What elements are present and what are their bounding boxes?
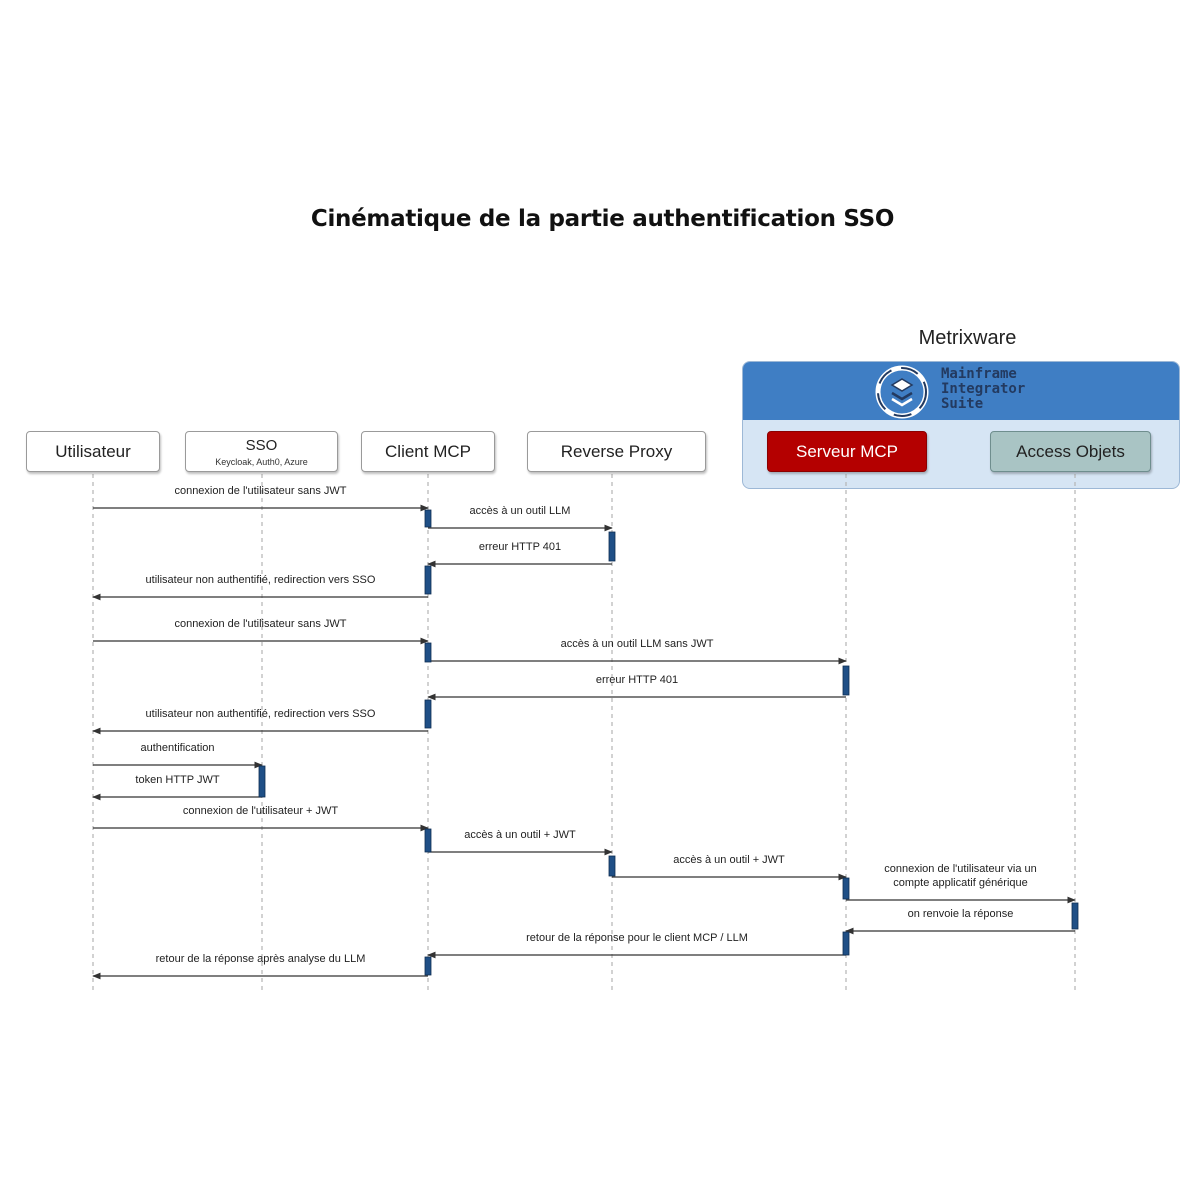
message-4: utilisateur non authentifié, redirection… <box>92 574 428 601</box>
actor-utilisateur-label: Utilisateur <box>55 442 131 461</box>
message-13: accès à un outil + JWT <box>612 854 847 881</box>
activation-bar-serveur-mcp <box>842 877 850 900</box>
activation-bar-client-mcp <box>424 642 432 663</box>
message-8: utilisateur non authentifié, redirection… <box>92 708 428 735</box>
brand-line-3: Suite <box>941 396 984 412</box>
message-label: connexion de l'utilisateur sans JWT <box>174 485 346 497</box>
brand-header: Mainframe Integrator Suite <box>743 362 1179 420</box>
brand-line-1: Mainframe <box>941 366 1017 382</box>
message-17: retour de la réponse après analyse du LL… <box>92 953 428 980</box>
message-1: connexion de l'utilisateur sans JWT <box>93 485 429 512</box>
actor-serveur-mcp-label: Serveur MCP <box>795 442 899 461</box>
message-label: connexion de l'utilisateur sans JWT <box>174 618 346 630</box>
activation-bar-serveur-mcp <box>842 665 850 696</box>
message-label: authentification <box>141 742 215 754</box>
message-label: erreur HTTP 401 <box>479 541 561 553</box>
actor-utilisateur: Utilisateur <box>26 431 160 472</box>
diagram-title: Cinématique de la partie authentificatio… <box>310 206 895 232</box>
message-11: connexion de l'utilisateur + JWT <box>93 805 429 832</box>
activation-bar-access-objets <box>1071 902 1079 930</box>
message-7: erreur HTTP 401 <box>427 674 846 701</box>
message-2: accès à un outil LLM <box>428 505 613 532</box>
activation-bar-reverse-proxy <box>608 531 616 562</box>
activation-bar-client-mcp <box>424 565 432 595</box>
mis-logo-icon <box>875 365 929 419</box>
message-label: compte applicatif générique <box>893 877 1028 889</box>
actor-client-mcp: Client MCP <box>361 431 495 472</box>
activation-bar-reverse-proxy <box>608 855 616 877</box>
actor-reverse-proxy-label: Reverse Proxy <box>560 442 673 461</box>
group-label: Metrixware <box>918 327 1017 349</box>
actor-access-objets-label: Access Objets <box>1016 442 1125 461</box>
activation-bar-client-mcp <box>424 828 432 853</box>
message-label: erreur HTTP 401 <box>596 674 678 686</box>
actor-sso-providers: Keycloak, Auth0, Azure <box>215 457 308 467</box>
message-6: accès à un outil LLM sans JWT <box>428 638 847 665</box>
message-label: connexion de l'utilisateur via un <box>884 863 1037 875</box>
message-5: connexion de l'utilisateur sans JWT <box>93 618 429 645</box>
actor-access-objets: Access Objets <box>990 431 1151 472</box>
actor-sso: SSO Keycloak, Auth0, Azure <box>185 431 338 472</box>
message-label: retour de la réponse pour le client MCP … <box>526 932 748 944</box>
message-16: retour de la réponse pour le client MCP … <box>427 932 846 959</box>
message-label: accès à un outil + JWT <box>673 854 785 866</box>
message-9: authentification <box>93 742 263 769</box>
activation-bar-client-mcp <box>424 956 432 976</box>
message-14: connexion de l'utilisateur via un compte … <box>846 863 1076 904</box>
message-label: connexion de l'utilisateur + JWT <box>183 805 339 817</box>
message-label: accès à un outil LLM sans JWT <box>561 638 714 650</box>
message-label: utilisateur non authentifié, redirection… <box>146 708 376 720</box>
actor-sso-label: SSO <box>245 437 278 454</box>
activation-bar-client-mcp <box>424 699 432 729</box>
brand-wordmark: Mainframe Integrator Suite <box>941 367 1081 412</box>
activation-bar-sso <box>258 765 266 798</box>
message-label: retour de la réponse après analyse du LL… <box>156 953 366 965</box>
message-label: utilisateur non authentifié, redirection… <box>146 574 376 586</box>
actor-reverse-proxy: Reverse Proxy <box>527 431 706 472</box>
message-label: accès à un outil + JWT <box>464 829 576 841</box>
brand-line-2: Integrator <box>941 381 1026 397</box>
message-15: on renvoie la réponse <box>845 908 1075 935</box>
message-12: accès à un outil + JWT <box>428 829 613 856</box>
actor-serveur-mcp: Serveur MCP <box>767 431 927 472</box>
message-10: token HTTP JWT <box>92 774 262 801</box>
actor-client-mcp-label: Client MCP <box>385 442 471 461</box>
message-label: on renvoie la réponse <box>908 908 1014 920</box>
activation-bar-serveur-mcp <box>842 931 850 956</box>
message-label: accès à un outil LLM <box>470 505 571 517</box>
message-3: erreur HTTP 401 <box>427 541 612 568</box>
message-label: token HTTP JWT <box>135 774 219 786</box>
activation-bar-client-mcp <box>424 509 432 528</box>
